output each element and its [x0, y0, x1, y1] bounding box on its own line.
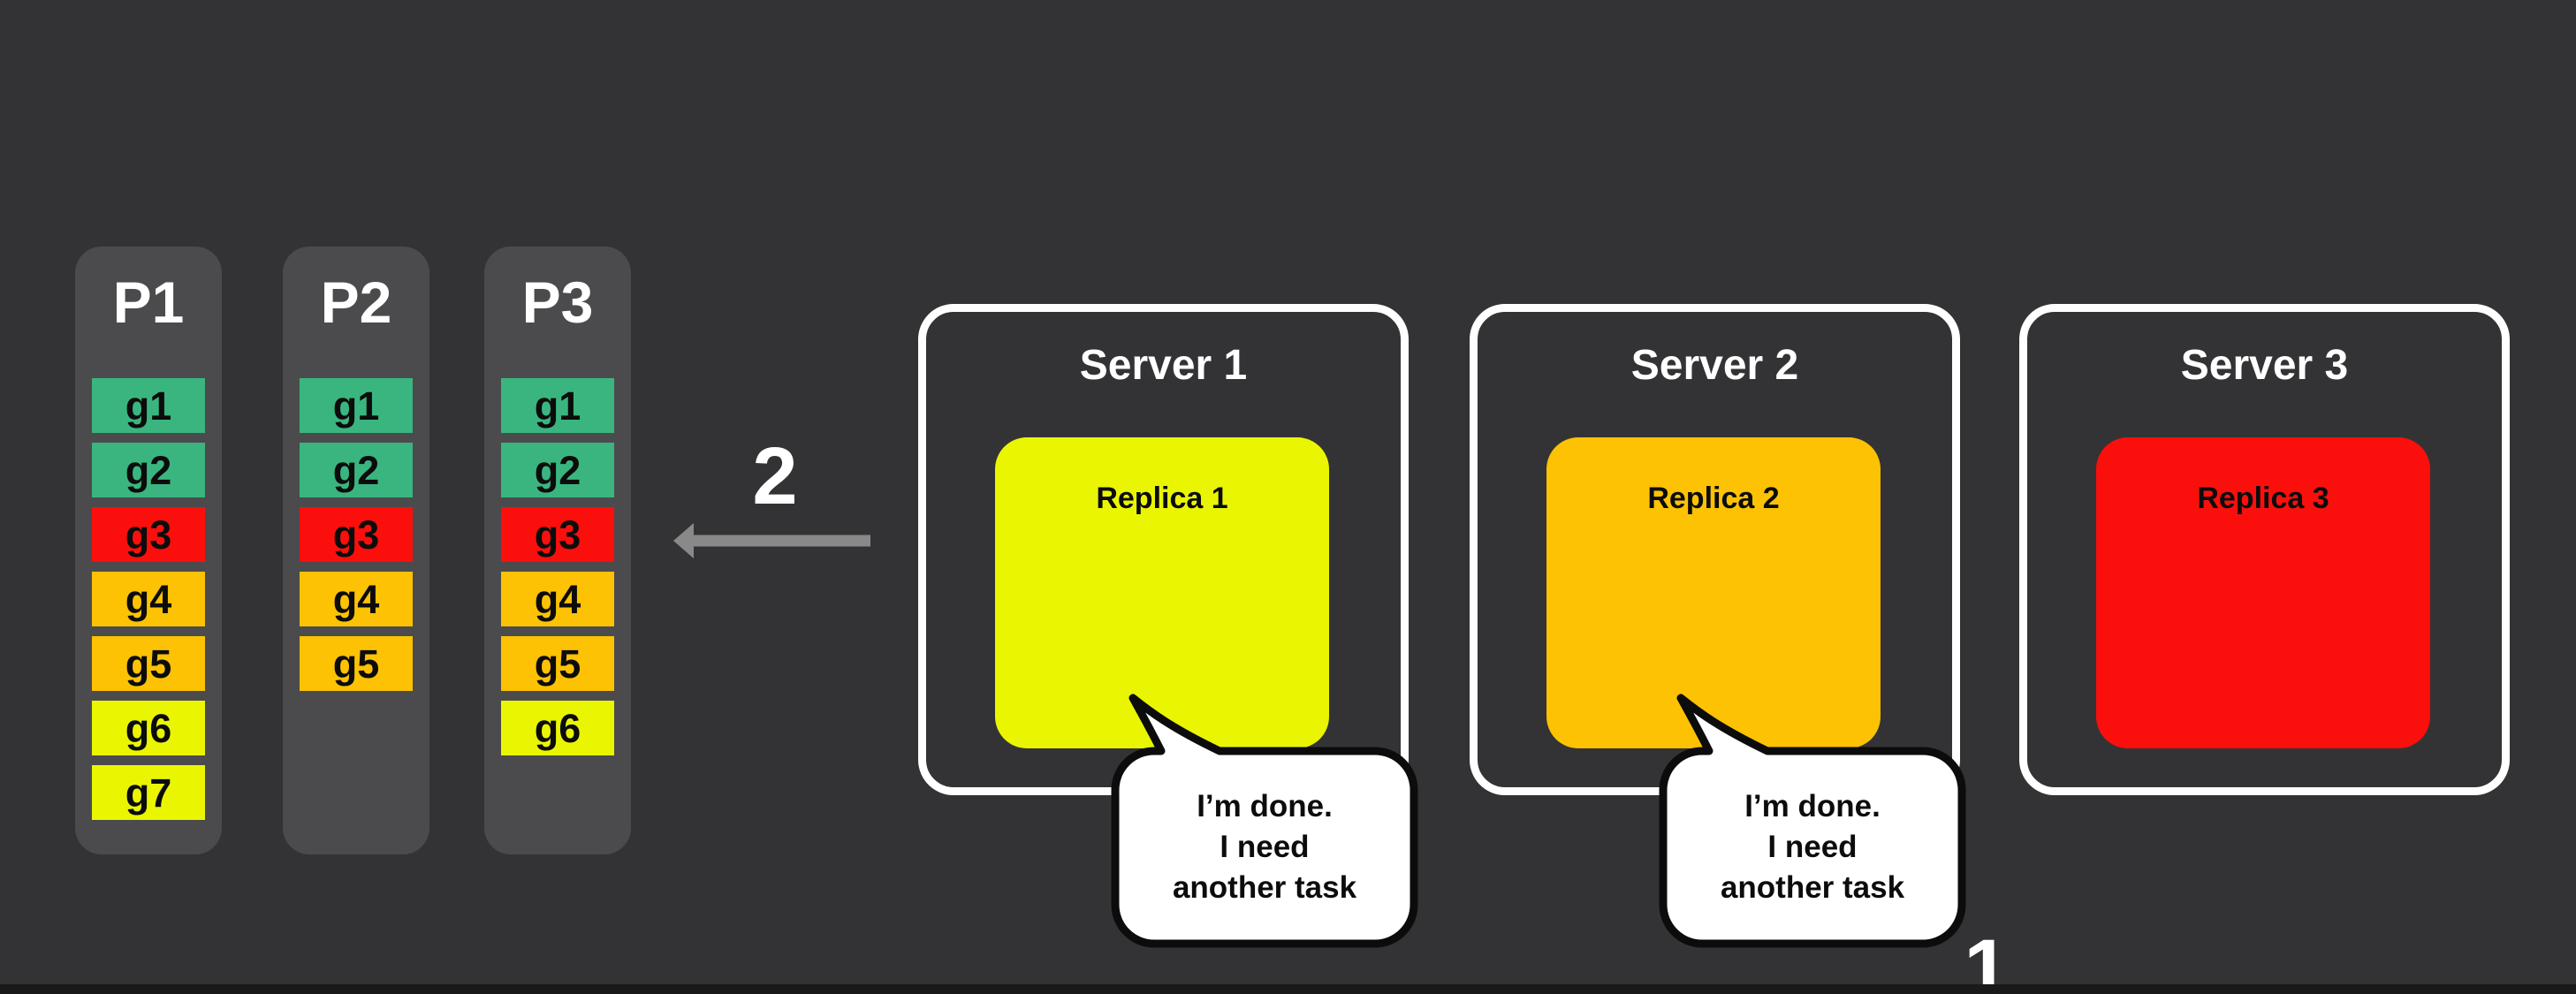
speech-line: another task — [1720, 870, 1905, 905]
task-label: g4 — [534, 576, 581, 622]
task-chip: g1 — [92, 378, 205, 433]
task-chip: g4 — [92, 572, 205, 626]
server-title: Server 2 — [1630, 342, 1799, 389]
task-label: g1 — [125, 383, 172, 429]
speech-bubble-2-text: I’m done. I need another task — [1663, 751, 1962, 944]
speech-line: I’m done. — [1744, 789, 1881, 823]
task-chip: g6 — [501, 701, 614, 755]
task-label: g2 — [125, 447, 172, 493]
server-box-3: Server 3 Replica 3 — [2019, 304, 2510, 795]
task-chip: g5 — [92, 636, 205, 691]
task-chip: g3 — [92, 507, 205, 562]
server-title: Server 1 — [1079, 342, 1248, 389]
task-label: g5 — [534, 641, 581, 687]
bottom-edge-strip — [0, 984, 2576, 994]
replica-box-3: Replica 3 — [2096, 437, 2430, 748]
task-chip: g1 — [300, 378, 413, 433]
replica-box-2: Replica 2 — [1546, 437, 1881, 748]
task-label: g5 — [332, 641, 380, 687]
task-label: g4 — [332, 576, 380, 622]
speech-line: another task — [1172, 870, 1357, 905]
task-chip: g7 — [92, 765, 205, 820]
speech-bubble-1-text: I’m done. I need another task — [1115, 751, 1414, 944]
task-label: g6 — [534, 705, 581, 751]
server-box-1: Server 1 Replica 1 — [918, 304, 1409, 795]
task-chip: g4 — [300, 572, 413, 626]
partition-column-p3: P3 g1 g2 g3 g4 g5 g6 — [484, 247, 631, 854]
task-label: g3 — [534, 512, 581, 558]
speech-line: I need — [1767, 830, 1858, 864]
task-chip: g5 — [300, 636, 413, 691]
partition-column-p2: P2 g1 g2 g3 g4 g5 — [283, 247, 429, 854]
partition-column-p1: P1 g1 g2 g3 g4 g5 g6 g7 — [75, 247, 222, 854]
task-label: g4 — [125, 576, 172, 622]
server-title: Server 3 — [2180, 342, 2349, 389]
task-chip: g6 — [92, 701, 205, 755]
partition-title: P1 — [112, 269, 185, 335]
speech-bubble-outline — [1111, 694, 1418, 948]
task-label: g5 — [125, 641, 172, 687]
task-stack: g1 g2 g3 g4 g5 g6 — [501, 378, 614, 765]
task-label: g3 — [332, 512, 380, 558]
task-chip: g2 — [92, 443, 205, 497]
task-label: g3 — [125, 512, 172, 558]
replica-label: Replica 3 — [2197, 482, 2329, 515]
task-label: g2 — [332, 447, 380, 493]
task-label: g7 — [125, 770, 172, 816]
task-chip: g3 — [501, 507, 614, 562]
task-stack: g1 g2 g3 g4 g5 g6 g7 — [92, 378, 205, 830]
step-1-label: 1 — [1964, 923, 2010, 994]
step-2-label: 2 — [752, 431, 798, 521]
task-label: g1 — [534, 383, 581, 429]
task-chip: g4 — [501, 572, 614, 626]
speech-bubble-outline — [1659, 694, 1966, 948]
task-label: g2 — [534, 447, 581, 493]
replica-label: Replica 1 — [1096, 482, 1228, 515]
speech-bubble-2 — [1659, 694, 1966, 948]
speech-line: I need — [1220, 830, 1310, 864]
speech-line: I’m done. — [1197, 789, 1333, 823]
arrow-head — [673, 523, 694, 558]
replica-box-1: Replica 1 — [995, 437, 1329, 748]
partition-title: P3 — [521, 269, 594, 335]
speech-bubble-1 — [1111, 694, 1418, 948]
task-label: g1 — [332, 383, 380, 429]
task-chip: g5 — [501, 636, 614, 691]
task-chip: g1 — [501, 378, 614, 433]
task-chip: g3 — [300, 507, 413, 562]
task-label: g6 — [125, 705, 172, 751]
replica-label: Replica 2 — [1647, 482, 1780, 515]
left-arrow-icon — [673, 523, 870, 558]
server-box-2: Server 2 Replica 2 — [1470, 304, 1960, 795]
partition-title: P2 — [320, 269, 392, 335]
task-chip: g2 — [501, 443, 614, 497]
task-chip: g2 — [300, 443, 413, 497]
task-stack: g1 g2 g3 g4 g5 — [300, 378, 413, 701]
